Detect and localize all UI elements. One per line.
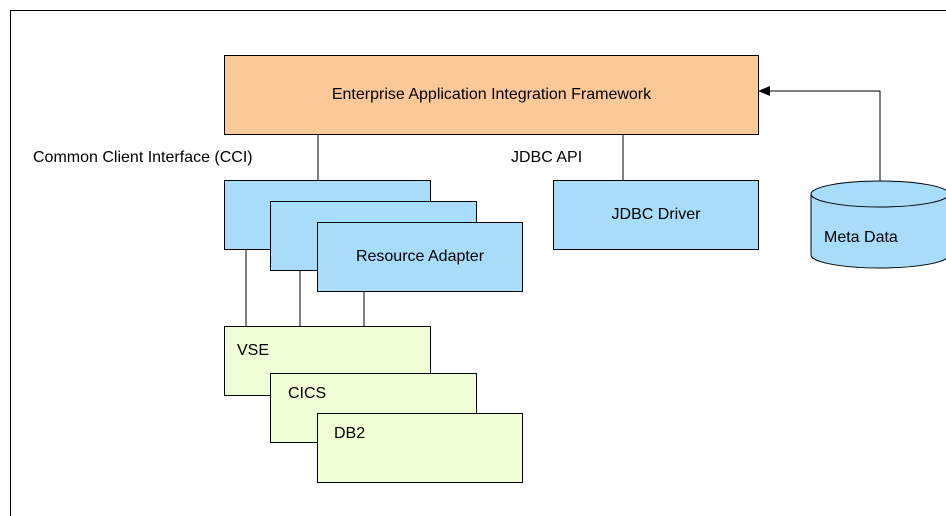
metadata-to-framework-arrow (766, 90, 881, 182)
meta-data-label: Meta Data (824, 229, 898, 246)
db2-box: DB2 (317, 413, 523, 483)
framework-label: Enterprise Application Integration Frame… (331, 86, 652, 103)
db2-label: DB2 (334, 425, 366, 442)
arrowhead-icon (758, 86, 770, 96)
diagram-frame (10, 10, 946, 516)
vse-label: VSE (237, 342, 270, 359)
resource-adapter-front: Resource Adapter (317, 222, 523, 292)
framework-box: Enterprise Application Integration Frame… (224, 55, 759, 135)
resource-adapter-label: Resource Adapter (355, 248, 485, 265)
jdbc-api-label: JDBC API (511, 149, 583, 166)
jdbc-driver-box: JDBC Driver (553, 180, 759, 250)
cci-label: Common Client Interface (CCI) (33, 149, 253, 166)
cics-label: CICS (288, 385, 327, 402)
jdbc-driver-label: JDBC Driver (611, 206, 701, 223)
